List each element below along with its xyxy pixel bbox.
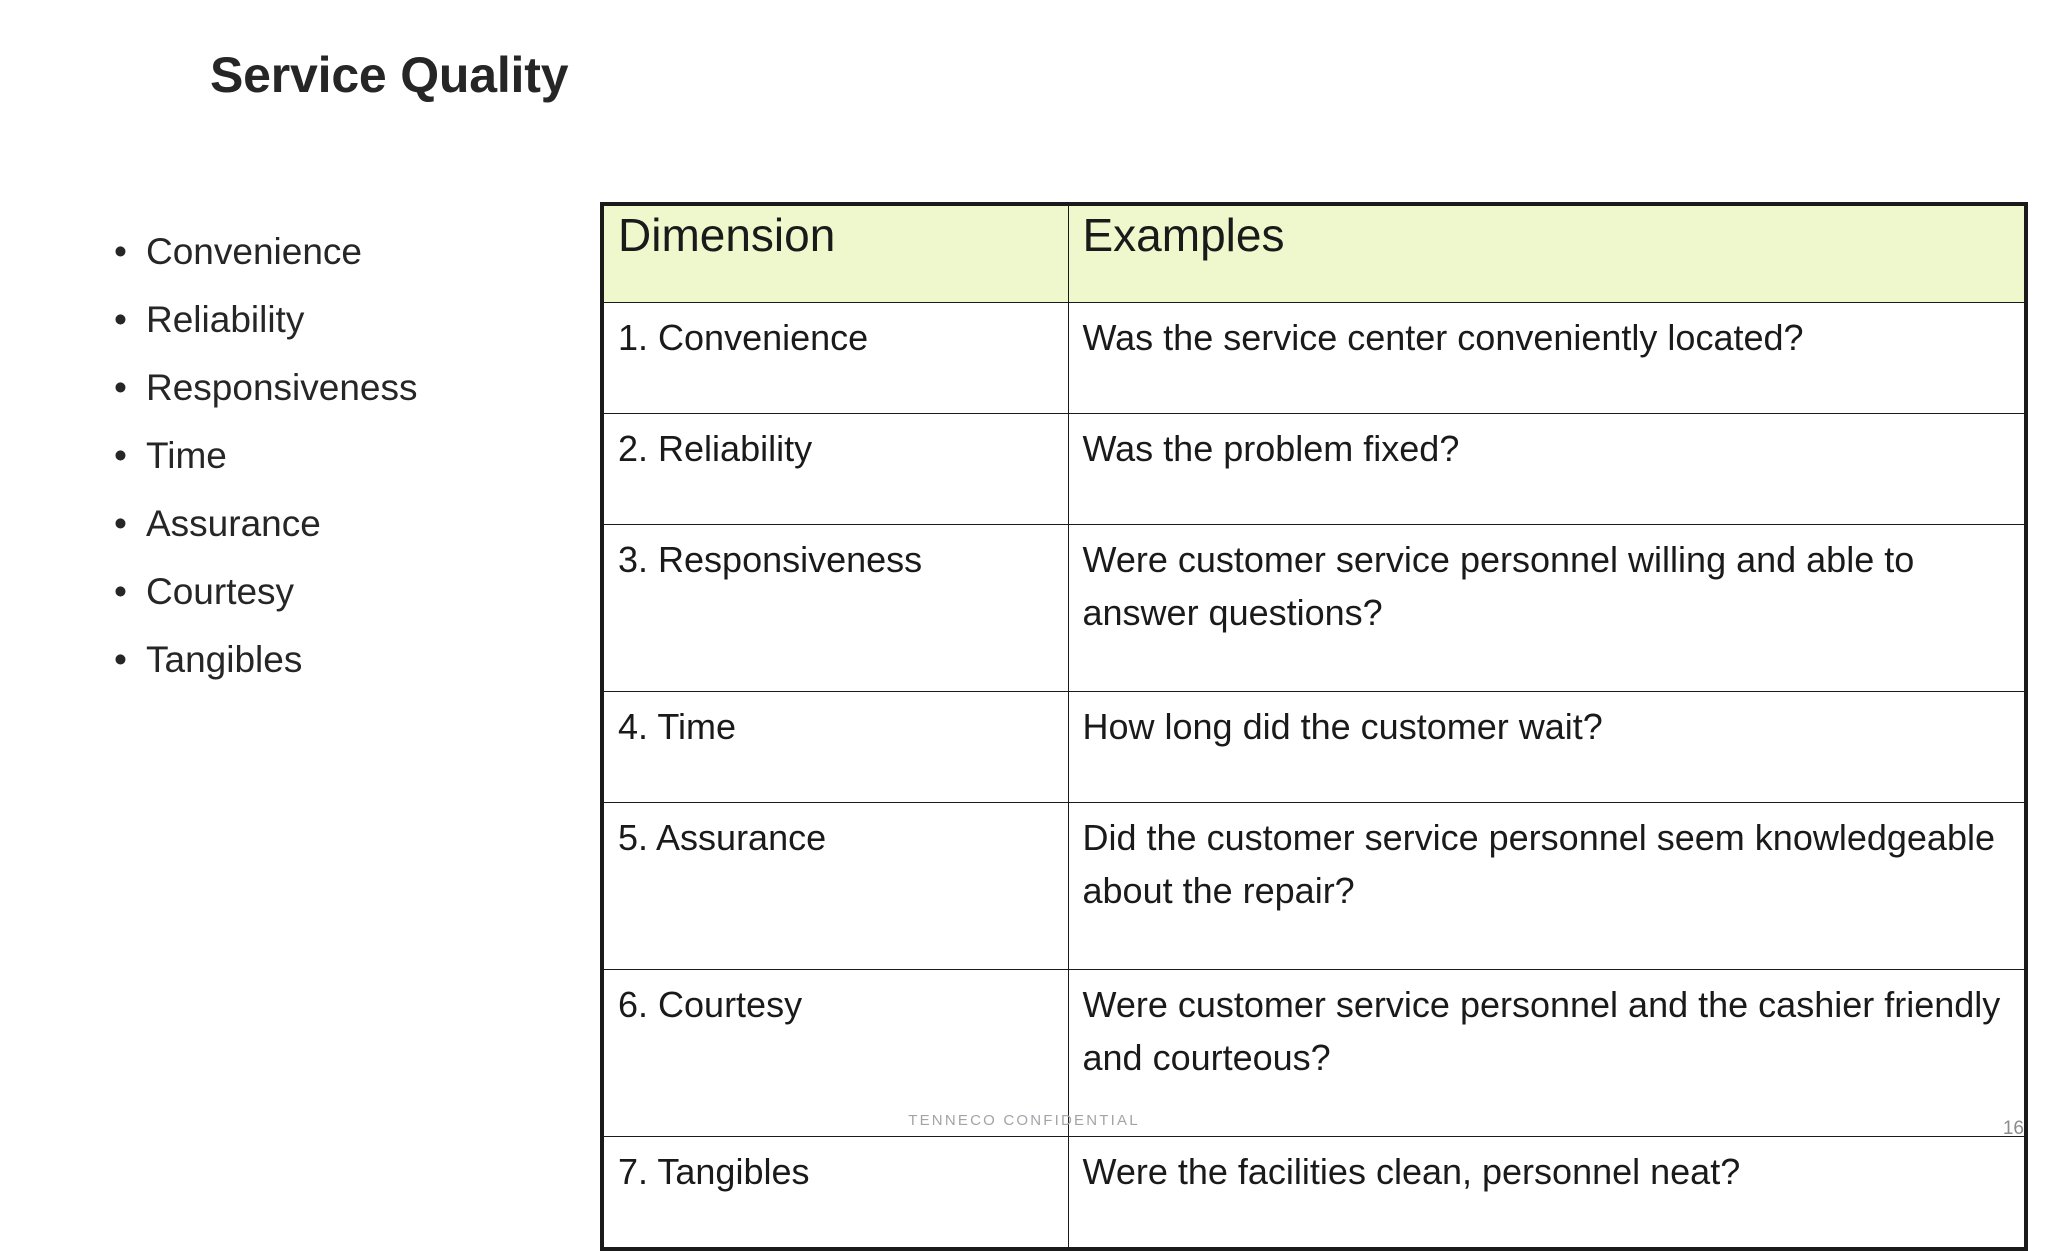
cell-dimension: 2. Reliability	[601, 413, 1069, 525]
cell-example-text: Were customer service personnel willing …	[1082, 539, 1915, 633]
cell-dimension: 5. Assurance	[601, 802, 1069, 970]
service-quality-table: Dimension Examples 1. Convenience Was th…	[600, 202, 2028, 1251]
cell-dimension-text: 6. Courtesy	[618, 984, 803, 1025]
page-number: 16	[2002, 1118, 2024, 1139]
cell-dimension-text: 1. Convenience	[618, 317, 869, 358]
table-row: 4. Time How long did the customer wait?	[601, 691, 2027, 803]
cell-example-text: How long did the customer wait?	[1082, 706, 1603, 747]
list-item-label: Assurance	[146, 503, 321, 544]
list-item: • Courtesy	[104, 558, 554, 626]
cell-dimension-text: 7. Tangibles	[618, 1151, 810, 1192]
table-row: 5. Assurance Did the customer service pe…	[601, 802, 2027, 970]
column-header-dimension: Dimension	[601, 203, 1069, 303]
list-item-label: Responsiveness	[146, 367, 418, 408]
cell-example-text: Was the service center conveniently loca…	[1082, 317, 1804, 358]
list-item-label: Reliability	[146, 299, 305, 340]
list-item: • Responsiveness	[104, 354, 554, 422]
page-title: Service Quality	[210, 47, 569, 103]
list-item: • Reliability	[104, 286, 554, 354]
table-row: 3. Responsiveness Were customer service …	[601, 524, 2027, 692]
cell-dimension-text: 3. Responsiveness	[618, 539, 923, 580]
list-item-label: Time	[146, 435, 227, 476]
cell-example: How long did the customer wait?	[1067, 691, 2027, 803]
cell-dimension-text: 2. Reliability	[618, 428, 813, 469]
table-row: 1. Convenience Was the service center co…	[601, 302, 2027, 414]
cell-example: Was the problem fixed?	[1067, 413, 2027, 525]
cell-dimension-text: 5. Assurance	[618, 817, 827, 858]
confidentiality-notice: TENNECO CONFIDENTIAL	[908, 1112, 1140, 1129]
column-header-examples: Examples	[1067, 203, 2027, 303]
cell-dimension: 6. Courtesy	[601, 969, 1069, 1137]
cell-example-text: Did the customer service personnel seem …	[1082, 817, 1995, 911]
table-row: 2. Reliability Was the problem fixed?	[601, 413, 2027, 525]
bullet-icon: •	[114, 639, 127, 680]
table-header-row: Dimension Examples	[601, 203, 2027, 303]
list-item-label: Tangibles	[146, 639, 303, 680]
list-item: • Tangibles	[104, 626, 554, 694]
cell-example: Were the facilities clean, personnel nea…	[1067, 1136, 2027, 1250]
list-item: • Assurance	[104, 490, 554, 558]
cell-dimension: 7. Tangibles	[601, 1136, 1069, 1250]
cell-example-text: Were the facilities clean, personnel nea…	[1082, 1151, 1741, 1192]
cell-example-text: Was the problem fixed?	[1082, 428, 1460, 469]
list-item: • Time	[104, 422, 554, 490]
bullet-icon: •	[114, 435, 127, 476]
cell-dimension-text: 4. Time	[618, 706, 737, 747]
cell-example: Did the customer service personnel seem …	[1067, 802, 2027, 970]
bullet-icon: •	[114, 231, 127, 272]
list-item-label: Courtesy	[146, 571, 295, 612]
cell-dimension: 4. Time	[601, 691, 1069, 803]
cell-example: Were customer service personnel and the …	[1067, 969, 2027, 1137]
cell-dimension: 1. Convenience	[601, 302, 1069, 414]
table-row: 7. Tangibles Were the facilities clean, …	[601, 1136, 2027, 1250]
cell-dimension: 3. Responsiveness	[601, 524, 1069, 692]
cell-example-text: Were customer service personnel and the …	[1082, 984, 2001, 1078]
list-item: • Convenience	[104, 218, 554, 286]
list-item-label: Convenience	[146, 231, 362, 272]
table-row: 6. Courtesy Were customer service person…	[601, 969, 2027, 1137]
cell-example: Was the service center conveniently loca…	[1067, 302, 2027, 414]
bullet-icon: •	[114, 367, 127, 408]
service-quality-bullet-list: • Convenience • Reliability • Responsive…	[104, 218, 554, 694]
bullet-icon: •	[114, 503, 127, 544]
bullet-icon: •	[114, 299, 127, 340]
bullet-icon: •	[114, 571, 127, 612]
cell-example: Were customer service personnel willing …	[1067, 524, 2027, 692]
